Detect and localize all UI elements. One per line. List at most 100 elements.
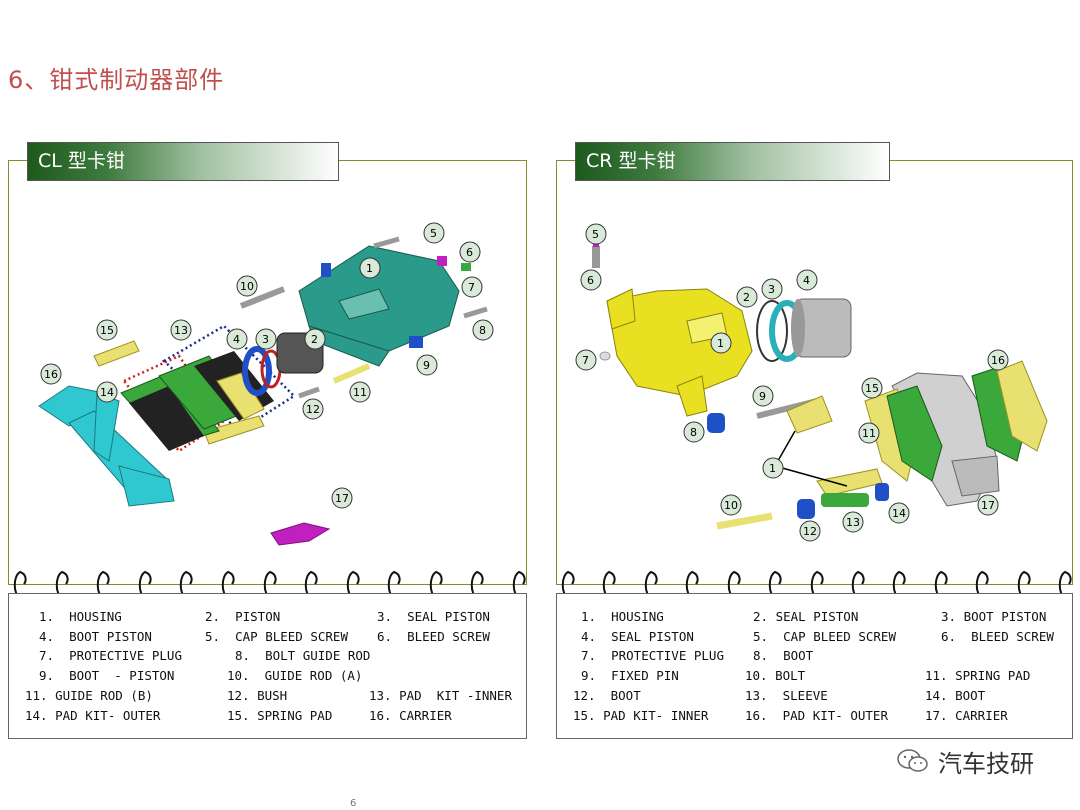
binder-ring [346,570,360,599]
carrier-part [38,385,175,507]
legend-item: 11. GUIDE ROD (B) [25,688,153,703]
binder-ring [768,570,782,599]
legend-item: 13. SLEEVE [745,688,828,703]
legend-item: 14. PAD KIT- OUTER [25,708,161,723]
outer-pad-highlight [161,324,296,433]
legend-item: 8. BOOT [753,648,814,663]
binder-ring [603,570,617,599]
legend-item: 8. BOLT GUIDE ROD [235,648,371,663]
binder-ring [304,570,318,599]
svg-text:3: 3 [262,333,269,346]
legend-item: 16. CARRIER [369,708,452,723]
svg-text:5: 5 [592,228,599,241]
cr-callouts: 1 2 3 4 5 6 7 8 9 10 11 12 13 14 15 16 1… [575,223,1009,542]
legend-item: 11. SPRING PAD [925,668,1031,683]
legend-item: 12. BUSH [227,688,288,703]
legend-item: 2. SEAL PISTON [753,609,859,624]
legend-item: 6. BLEED SCREW [941,629,1054,644]
svg-text:1: 1 [717,337,724,350]
svg-text:10: 10 [724,499,738,512]
svg-text:9: 9 [423,359,430,372]
legend-item: 2. PISTON [205,609,281,624]
svg-text:2: 2 [743,291,750,304]
svg-text:11: 11 [353,386,367,399]
legend-item: 13. PAD KIT -INNER [369,688,512,703]
legend-item: 3. SEAL PISTON [377,609,490,624]
svg-text:16: 16 [991,354,1005,367]
legend-item: 10. BOLT [745,668,806,683]
svg-text:8: 8 [690,426,697,439]
svg-text:2: 2 [311,333,318,346]
binder-rings-right [556,570,1073,604]
binder-ring [221,570,235,599]
binder-ring [851,570,865,599]
binder-ring [727,570,741,599]
binder-ring [263,570,277,599]
svg-text:4: 4 [803,274,810,287]
page-number: 6 [350,798,357,809]
cr-parts-legend: 1. HOUSING 2. SEAL PISTON 3. BOOT PISTON… [556,593,1073,739]
cl-parts-legend: 1. HOUSING 2. PISTON 3. SEAL PISTON 4. B… [8,593,527,739]
panel-title-cl: CL 型卡钳 [27,142,339,181]
legend-item: 4. BOOT PISTON [39,629,152,644]
binder-rings-left [8,570,527,604]
legend-item: 10. GUIDE ROD (A) [227,668,363,683]
legend-item: 7. PROTECTIVE PLUG [581,648,724,663]
svg-text:7: 7 [582,354,589,367]
svg-text:1: 1 [769,462,776,475]
cl-callouts: 1 2 3 4 5 6 7 8 9 10 11 12 13 14 15 16 1… [40,222,494,509]
legend-item: 12. BOOT [573,688,641,703]
binder-ring [138,570,152,599]
legend-item: 1. HOUSING [39,609,122,624]
pad-kit-parts [120,351,274,451]
cr-housing-part [606,288,753,417]
legend-item: 7. PROTECTIVE PLUG [39,648,182,663]
svg-text:3: 3 [768,283,775,296]
legend-item: 5. CAP BLEED SCREW [205,629,348,644]
legend-item: 4. SEAL PISTON [581,629,694,644]
binder-ring [810,570,824,599]
cl-caliper-panel: CL 型卡钳 [8,142,527,585]
binder-ring [388,570,401,599]
binder-ring [644,570,658,599]
svg-text:8: 8 [479,324,486,337]
legend-item: 6. BLEED SCREW [377,629,490,644]
legend-item: 5. CAP BLEED SCREW [753,629,896,644]
svg-text:7: 7 [468,281,475,294]
svg-text:12: 12 [803,525,817,538]
svg-text:13: 13 [174,324,188,337]
binder-ring [893,570,906,599]
legend-item: 14. BOOT [925,688,986,703]
cr-exploded-diagram: 1 2 3 4 5 6 7 8 9 10 11 12 13 14 15 16 1… [575,223,1048,542]
legend-item: 3. BOOT PISTON [941,609,1047,624]
svg-text:10: 10 [240,280,254,293]
binder-ring [686,570,699,599]
svg-text:16: 16 [44,368,58,381]
binder-ring [471,570,485,599]
binder-ring [975,570,989,599]
svg-text:4: 4 [233,333,240,346]
binder-ring [934,570,948,599]
svg-text:13: 13 [846,516,860,529]
binder-ring [180,570,193,599]
legend-item: 9. BOOT - PISTON [39,668,175,683]
binder-ring [96,570,110,599]
wechat-icon [897,749,928,772]
svg-text:9: 9 [759,390,766,403]
binder-ring [55,570,69,599]
binder-ring [512,570,526,599]
legend-item: 15. SPRING PAD [227,708,333,723]
cr-caliper-panel: CR 型卡钳 [556,142,1073,585]
page-title: 6、钳式制动器部件 [8,66,225,94]
binder-ring [1017,570,1031,599]
legend-item: 1. HOUSING [581,609,664,624]
cl-exploded-diagram: 1 2 3 4 5 6 7 8 9 10 11 12 13 14 15 16 1… [38,222,494,546]
legend-item: 16. PAD KIT- OUTER [745,708,888,723]
binder-ring [13,570,27,599]
svg-text:6: 6 [466,246,473,259]
svg-text:14: 14 [892,507,906,520]
binder-ring [1058,570,1072,599]
svg-text:15: 15 [100,324,114,337]
binder-ring [429,570,443,599]
inner-pad-highlight [122,354,226,453]
